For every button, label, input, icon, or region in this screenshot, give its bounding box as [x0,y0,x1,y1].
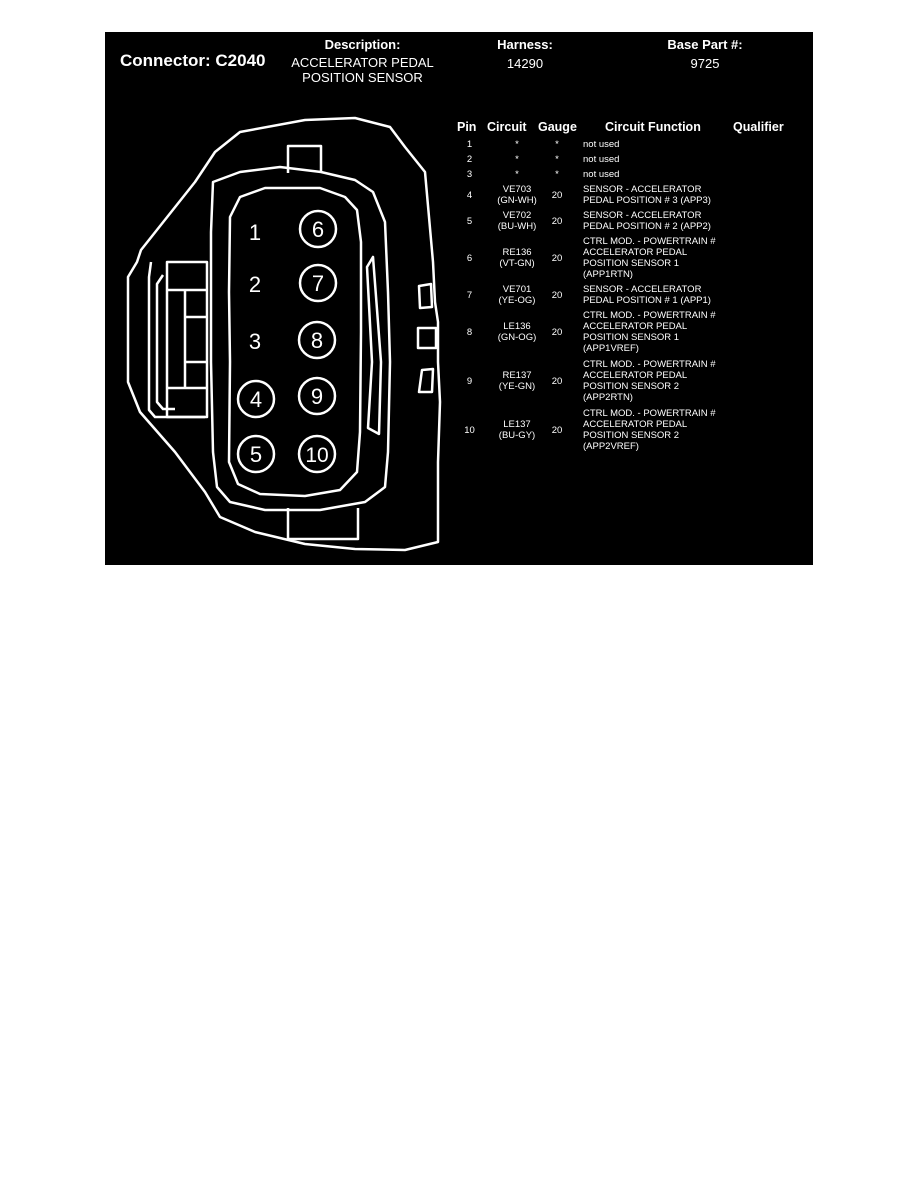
circuit-cell: * [515,169,519,180]
function-cell: CTRL MOD. - POWERTRAIN # ACCELERATOR PED… [583,236,716,280]
column-header-circuit: Circuit [487,120,527,134]
connector-panel: Connector: C2040 Description: ACCELERATO… [105,32,813,565]
column-header-circuit-function: Circuit Function [605,120,701,134]
function-cell: CTRL MOD. - POWERTRAIN # ACCELERATOR PED… [583,310,716,354]
connector-face-diagram: 1 2 3 4 5 6 7 8 9 10 [126,116,442,552]
top-latch [286,144,323,173]
wire-color: (YE-OG) [498,295,536,306]
circuit-id: LE136 [503,321,531,332]
pin-cavity-outline [227,186,363,498]
pin-5: 5 [236,434,276,474]
description-line-2: POSITION SENSOR [302,70,423,85]
pin-cell: 7 [466,290,473,301]
harness-value: 14290 [506,56,544,71]
pin-cell: 8 [466,327,473,338]
circuit-cell: * [515,139,519,150]
wire-color: (GN-OG) [497,332,537,343]
circuit-cell: RE136 (VT-GN) [487,247,547,269]
gauge-cell: 20 [551,216,563,227]
description-line-1: ACCELERATOR PEDAL [291,55,434,70]
column-header-pin: Pin [457,120,477,134]
inner-shell-outline [209,165,392,512]
pin-10: 10 [297,434,337,474]
description-value: ACCELERATOR PEDAL POSITION SENSOR [285,55,440,85]
column-header-gauge: Gauge [538,120,577,134]
wire-color: (BU-WH) [497,221,537,232]
pin-label-10: 10 [305,444,328,467]
pin-cell: 5 [466,216,473,227]
gauge-cell: 20 [551,327,563,338]
circuit-cell: LE137 (BU-GY) [487,419,547,441]
gauge-cell: 20 [551,376,563,387]
right-tab-bottom [417,367,435,394]
gauge-cell: * [555,139,559,150]
pin-label-7: 7 [312,271,324,296]
connector-title: Connector: C2040 [120,51,266,70]
right-rail [365,255,383,436]
pin-cell: 9 [466,376,473,387]
pin-4: 4 [236,379,276,419]
gauge-cell: 20 [551,425,563,436]
circuit-cell: LE136 (GN-OG) [487,321,547,343]
pin-label-8: 8 [311,328,323,353]
pin-9: 9 [297,376,337,416]
circuit-id: RE137 [502,370,532,381]
wire-color: (YE-GN) [498,381,536,392]
description-label: Description: [324,37,401,52]
right-tab-top [417,282,434,310]
pin-8: 8 [297,320,337,360]
pin-cell: 10 [464,425,475,436]
pin-cell: 3 [466,169,473,180]
function-cell: CTRL MOD. - POWERTRAIN # ACCELERATOR PED… [583,359,716,403]
wire-color: (GN-WH) [497,195,537,206]
gauge-cell: 20 [551,190,563,201]
circuit-cell: RE137 (YE-GN) [487,370,547,392]
pin-cell: 1 [466,139,473,150]
pin-cell: 4 [466,190,473,201]
base-part-value: 9725 [690,56,720,71]
circuit-id: VE703 [502,184,532,195]
circuit-cell: * [515,154,519,165]
pin-label-3: 3 [249,329,261,354]
circuit-id: LE137 [503,419,531,430]
gauge-cell: * [555,154,559,165]
function-cell: CTRL MOD. - POWERTRAIN # ACCELERATOR PED… [583,408,716,452]
right-tab-middle [416,326,438,350]
function-cell: SENSOR - ACCELERATOR PEDAL POSITION # 1 … [583,284,711,306]
left-latch-block [165,260,209,419]
pin-label-9: 9 [311,384,323,409]
pin-label-1: 1 [249,220,261,245]
pin-cell: 2 [466,154,473,165]
wire-color: (BU-GY) [498,430,536,441]
gauge-cell: * [555,169,559,180]
circuit-cell: VE702 (BU-WH) [487,210,547,232]
function-cell: not used [583,139,620,150]
pin-7: 7 [298,263,338,303]
gauge-cell: 20 [551,253,563,264]
circuit-id: VE702 [502,210,532,221]
circuit-id: VE701 [502,284,532,295]
circuit-id: RE136 [502,247,532,258]
pin-label-4: 4 [250,387,262,412]
bottom-latch [286,508,360,541]
column-header-qualifier: Qualifier [733,120,784,134]
wire-color: (VT-GN) [499,258,535,269]
harness-label: Harness: [497,37,553,52]
gauge-cell: 20 [551,290,563,301]
pin-6: 6 [298,209,338,249]
function-cell: SENSOR - ACCELERATOR PEDAL POSITION # 2 … [583,210,711,232]
function-cell: not used [583,154,620,165]
circuit-cell: VE701 (YE-OG) [487,284,547,306]
pin-cell: 6 [466,253,473,264]
pin-label-5: 5 [250,442,262,467]
base-part-label: Base Part #: [667,37,743,52]
outer-housing-outline [126,116,442,552]
circuit-cell: VE703 (GN-WH) [487,184,547,206]
pin-label-6: 6 [312,217,324,242]
function-cell: SENSOR - ACCELERATOR PEDAL POSITION # 3 … [583,184,711,206]
pin-label-2: 2 [249,272,261,297]
function-cell: not used [583,169,620,180]
